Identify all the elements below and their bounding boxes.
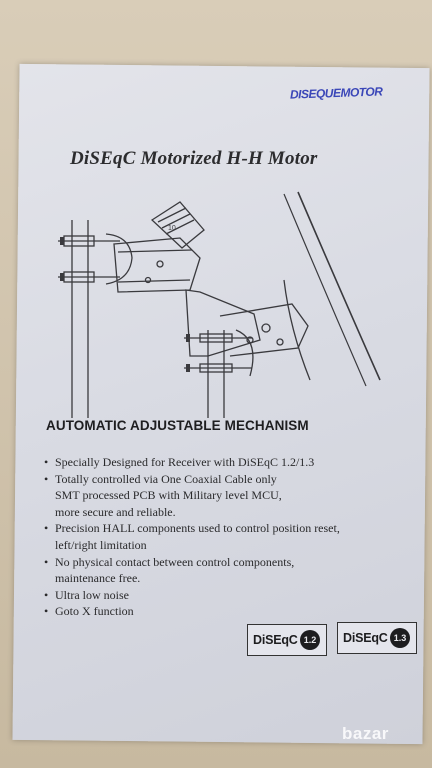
bullet: •	[44, 455, 49, 469]
feature-item: • Goto X function	[44, 603, 389, 620]
page-title: DiSEqC Motorized H-H Motor	[70, 148, 318, 169]
feature-line: Totally controlled via One Coaxial Cable…	[55, 471, 277, 486]
feature-line: Ultra low noise	[55, 587, 129, 602]
feature-list: • Specially Designed for Receiver with Di…	[44, 454, 389, 620]
feature-line: left/right limitation	[55, 537, 147, 552]
bullet: •	[44, 521, 49, 536]
feature-item: • Precision HALL components used to contr…	[44, 520, 389, 553]
section-heading: AUTOMATIC ADJUSTABLE MECHANISM	[46, 418, 309, 433]
bullet: •	[44, 587, 49, 602]
logo-version-badge: 1.2	[300, 630, 320, 650]
diagram-scale-label: 10	[168, 225, 176, 232]
watermark: bazar	[342, 724, 389, 743]
feature-line: Goto X function	[55, 604, 134, 619]
logo-version-badge: 1.3	[390, 628, 410, 648]
feature-line: maintenance free.	[55, 571, 141, 586]
feature-line: Specially Designed for Receiver with DiS…	[55, 455, 315, 469]
bullet: •	[44, 604, 49, 619]
bullet: •	[44, 554, 49, 569]
feature-item: • Specially Designed for Receiver with Di…	[44, 454, 389, 471]
feature-item: • No physical contact between control com…	[44, 554, 389, 587]
logo-text: DiSEqC	[343, 631, 388, 645]
feature-item: • Ultra low noise	[44, 587, 389, 604]
handwritten-stamp: DISEQUEMOTOR	[289, 84, 383, 102]
feature-line: more secure and reliable.	[55, 504, 176, 519]
diseqc-1-2-logo: DiSEqC 1.2	[247, 624, 327, 656]
feature-line: SMT processed PCB with Military level MC…	[55, 488, 282, 503]
feature-line: No physical contact between control comp…	[55, 554, 295, 569]
motor-mount-diagram: 10	[58, 191, 381, 418]
bullet: •	[44, 471, 49, 486]
feature-line: Precision HALL components used to contro…	[55, 521, 340, 536]
logo-text: DiSEqC	[253, 633, 298, 647]
feature-item: • Totally controlled via One Coaxial Cabl…	[44, 471, 389, 521]
diseqc-1-3-logo: DiSEqC 1.3	[337, 622, 417, 654]
